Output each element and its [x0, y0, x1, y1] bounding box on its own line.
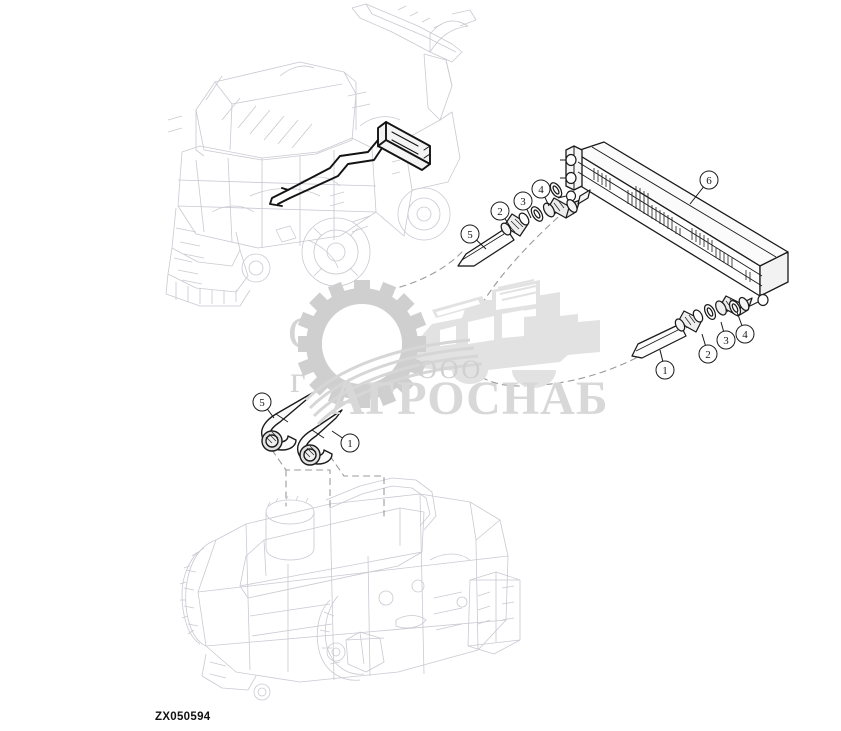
watermark-agrosnab: C г	[288, 279, 609, 426]
callout-5: 5	[460, 224, 480, 244]
hose-end-1	[296, 409, 343, 466]
watermark-company-name: АГРОСНАБ	[330, 372, 609, 425]
callout-2: 2	[698, 344, 718, 364]
callout-bubble	[513, 191, 533, 211]
callout-bubble	[340, 433, 360, 453]
callout-number: 3	[520, 196, 526, 208]
callout-number: 6	[706, 175, 712, 187]
callout-number: 4	[538, 184, 544, 196]
callout-number: 3	[723, 335, 729, 347]
callout-5: 5	[252, 392, 272, 412]
part-oring-4-upper	[549, 182, 563, 198]
upper-hose-assembly	[457, 182, 591, 267]
callout-2: 2	[490, 201, 510, 221]
lower-left-hose-ends	[260, 391, 343, 466]
figure-id-label: ZX050594	[155, 711, 211, 723]
callout-bubble	[699, 170, 719, 190]
callout-1: 1	[340, 433, 360, 453]
ghost-harvester-illustration	[165, 3, 477, 307]
callout-bubble	[252, 392, 272, 412]
part-oil-cooler	[557, 141, 789, 307]
callout-bubble	[716, 330, 736, 350]
callout-bubble	[490, 201, 510, 221]
installed-cooler-highlight	[269, 121, 431, 207]
callout-3: 3	[513, 191, 533, 211]
part-adapter-3-upper	[542, 189, 591, 219]
callout-number: 2	[705, 349, 711, 361]
part-oring-2-lower	[703, 304, 717, 320]
callout-number: 2	[497, 206, 503, 218]
callout-4: 4	[735, 324, 755, 344]
callout-bubble	[460, 224, 480, 244]
callout-1: 1	[655, 360, 675, 380]
lower-hose-assembly	[631, 295, 753, 359]
callout-number: 5	[467, 229, 473, 241]
callout-number: 4	[742, 329, 748, 341]
callout-bubble	[735, 324, 755, 344]
hose-end-5	[260, 391, 315, 452]
callout-number: 5	[259, 397, 265, 409]
callout-number: 1	[347, 438, 353, 450]
watermark-ooo: ООО	[418, 355, 483, 384]
callout-3: 3	[716, 330, 736, 350]
callout-number: 1	[662, 365, 668, 377]
part-oring-2-upper	[530, 206, 544, 222]
callout-bubble	[531, 179, 551, 199]
ghost-gearbox-illustration	[179, 477, 521, 701]
callout-6: 6	[699, 170, 719, 190]
callout-4: 4	[531, 179, 551, 199]
callout-bubble	[655, 360, 675, 380]
callout-bubble	[698, 344, 718, 364]
